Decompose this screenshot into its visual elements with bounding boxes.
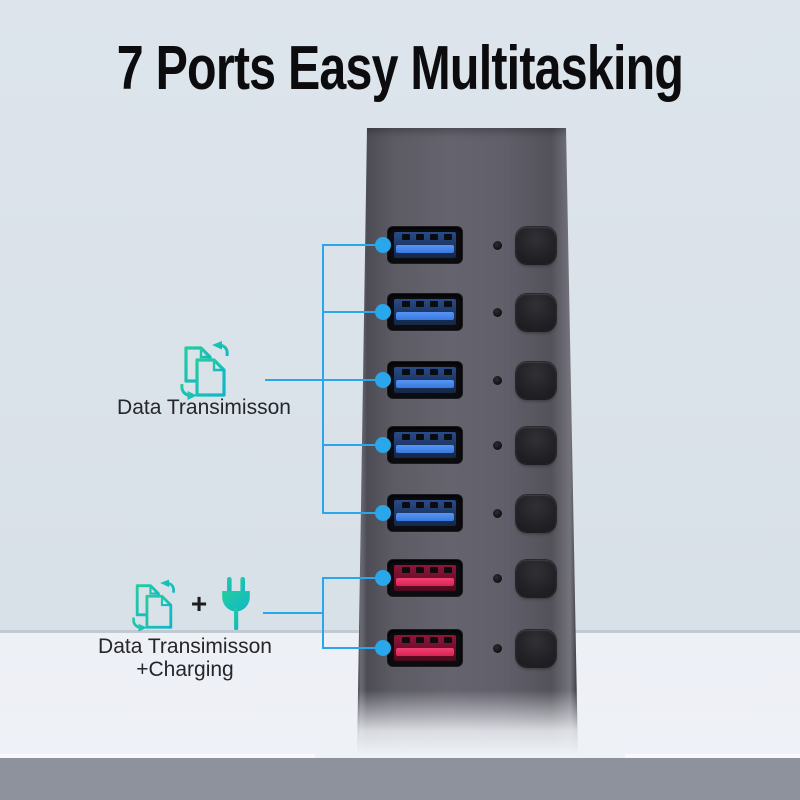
usb-port-tongue [394,500,456,526]
connector-line [322,577,324,649]
usb-contact-pin [402,434,410,440]
usb-contact-pin [430,434,438,440]
headline: 7 Ports Easy Multitasking [116,34,684,103]
usb-contact-pin [402,234,410,240]
floor-band [0,758,800,800]
usb-contact-pin [402,502,410,508]
connector-dot [375,505,391,521]
led-indicator [493,375,502,385]
usb-contact-pin [416,434,424,440]
data-transmission-label: Data Transimisson [117,396,291,419]
usb-contact-pin [416,369,424,375]
connector-dot [375,640,391,656]
connector-line [322,512,376,514]
usb-contact-pin [416,567,424,573]
usb-port-3 [388,362,462,398]
file-transfer-icon [180,341,229,400]
usb-contact-pin [402,369,410,375]
connector-line [322,444,376,446]
usb-contact-pin [430,637,438,643]
label-line-1: Data Transimisson [98,635,272,658]
led-indicator [493,573,502,583]
power-plug-icon [222,577,250,630]
led-indicator [493,508,502,518]
power-button [516,227,556,264]
usb-tongue-bar [396,245,454,253]
usb-contact-pin [444,502,452,508]
usb-tongue-bar [396,380,454,388]
usb-port-2 [388,294,462,330]
power-button [516,294,556,331]
usb-port-tongue [394,299,456,325]
usb-contact-pin [444,637,452,643]
usb-port-tongue [394,635,456,661]
data-transmission-charging-label: Data Transimisson +Charging [85,635,285,681]
label-line-2: +Charging [136,658,234,681]
usb-tongue-bar [396,312,454,320]
connector-dot [375,237,391,253]
connector-dot [375,437,391,453]
connector-line [322,244,376,246]
usb-contact-pin [430,301,438,307]
usb-port-tongue [394,232,456,258]
led-indicator [493,240,502,250]
usb-tongue-bar [396,578,454,586]
connector-dot [375,372,391,388]
usb-port-7 [388,630,462,666]
connector-line [322,647,376,649]
hub-bottom-fade [315,690,625,758]
usb-contact-pin [444,301,452,307]
connector-dot [375,304,391,320]
usb-contact-pin [444,234,452,240]
power-button [516,427,556,464]
usb-contact-pin [416,234,424,240]
usb-contact-pin [430,567,438,573]
usb-contact-pin [430,234,438,240]
power-button [516,495,556,532]
usb-port-tongue [394,367,456,393]
power-button [516,630,556,667]
usb-contact-pin [416,301,424,307]
usb-port-tongue [394,565,456,591]
connector-line [263,612,322,614]
connector-line [322,311,376,313]
usb-contact-pin [402,637,410,643]
usb-contact-pin [416,502,424,508]
connector-line [322,577,376,579]
usb-port-1 [388,227,462,263]
usb-contact-pin [444,567,452,573]
usb-contact-pin [430,502,438,508]
plus-sign: + [190,588,208,619]
usb-tongue-bar [396,648,454,656]
usb-contact-pin [444,369,452,375]
usb-contact-pin [430,369,438,375]
power-button [516,362,556,399]
led-indicator [493,307,502,317]
usb-tongue-bar [396,513,454,521]
connector-line [265,379,376,381]
led-indicator [493,440,502,450]
usb-contact-pin [444,434,452,440]
file-transfer-icon [132,579,175,632]
usb-tongue-bar [396,445,454,453]
usb-port-tongue [394,432,456,458]
led-indicator [493,643,502,653]
usb-port-6 [388,560,462,596]
usb-contact-pin [416,637,424,643]
usb-contact-pin [402,301,410,307]
power-button [516,560,556,597]
usb-port-5 [388,495,462,531]
connector-dot [375,570,391,586]
usb-port-4 [388,427,462,463]
usb-contact-pin [402,567,410,573]
